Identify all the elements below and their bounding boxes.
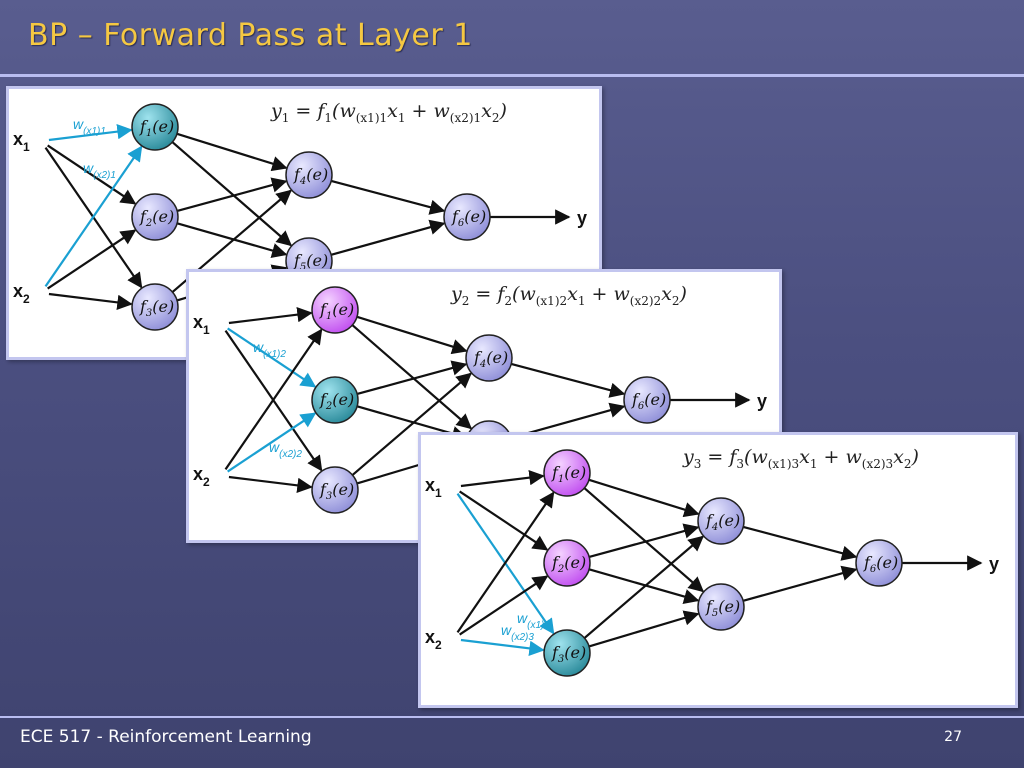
edge bbox=[588, 610, 700, 648]
edge bbox=[351, 324, 473, 430]
highlighted-weight-edge bbox=[227, 327, 317, 388]
network-diagram: f1(e) f2(e) f3(e) f4(e) f5(e) f6(e) x1 x2 y w(x1)… bbox=[13, 100, 587, 331]
weight-label-x22: w(x2)2 bbox=[269, 439, 302, 460]
edge bbox=[176, 177, 288, 213]
edge bbox=[330, 179, 446, 215]
neuron-f4 bbox=[285, 151, 333, 199]
output-label-y: y bbox=[577, 208, 587, 228]
edge bbox=[351, 372, 472, 476]
neuron-f2 bbox=[311, 376, 359, 424]
weight-label-x12: w(x1)2 bbox=[253, 339, 286, 360]
neuron-label: f1(e) bbox=[319, 300, 354, 322]
edge bbox=[228, 306, 313, 325]
network-diagram: f1(e) f2(e) f3(e) f4(e) f5(e) f6(e) x1 x2 y w(x1)… bbox=[425, 446, 999, 677]
neuron-f6 bbox=[855, 539, 903, 587]
neuron-f2 bbox=[131, 193, 179, 241]
input-label-x2: x2 bbox=[425, 627, 442, 652]
input-label-x1: x1 bbox=[13, 129, 30, 154]
edge bbox=[228, 475, 313, 494]
neuron-f4 bbox=[697, 497, 745, 545]
edge bbox=[742, 565, 858, 602]
neuron-label: f1(e) bbox=[551, 463, 586, 485]
edge bbox=[356, 315, 468, 355]
edge bbox=[176, 222, 288, 259]
equation-y1: y1 = f1(w(x1)1x1 + w(x2)1x2) bbox=[270, 100, 507, 125]
neuron-f1 bbox=[543, 449, 591, 497]
edge bbox=[356, 360, 468, 396]
neuron-label: f2(e) bbox=[551, 553, 586, 575]
edge bbox=[456, 491, 555, 634]
neuron-f3 bbox=[131, 283, 179, 331]
neuron-label: f2(e) bbox=[319, 390, 354, 412]
input-label-x1: x1 bbox=[425, 475, 442, 500]
weight-label-x11: w(x1)1 bbox=[73, 116, 106, 137]
edge bbox=[330, 219, 446, 256]
network-panel-3: f1(e) f2(e) f3(e) f4(e) f5(e) f6(e) x1 x2 y w(x1)… bbox=[418, 432, 1018, 708]
neuron-f1 bbox=[311, 286, 359, 334]
highlighted-weight-edge bbox=[48, 123, 133, 142]
neuron-f6 bbox=[443, 193, 491, 241]
equation-y2: y2 = f2(w(x1)2x1 + w(x2)2x2) bbox=[450, 283, 687, 308]
neuron-label: f5(e) bbox=[293, 251, 328, 273]
neuron-label: f5(e) bbox=[705, 597, 740, 619]
footer-course-title: ECE 517 - Reinforcement Learning bbox=[20, 727, 312, 747]
neuron-label: f6(e) bbox=[631, 390, 666, 412]
neuron-label: f6(e) bbox=[451, 207, 486, 229]
neuron-label: f3(e) bbox=[319, 480, 354, 502]
input-label-x1: x1 bbox=[193, 312, 210, 337]
edge bbox=[224, 328, 323, 471]
neuron-label: f3(e) bbox=[551, 643, 586, 665]
neuron-label: f2(e) bbox=[139, 207, 174, 229]
equation-y3: y3 = f3(w(x1)3x1 + w(x2)3x2) bbox=[682, 446, 919, 471]
edge bbox=[459, 575, 549, 636]
output-label-y: y bbox=[989, 554, 999, 574]
neuron-f6 bbox=[623, 376, 671, 424]
edge bbox=[588, 523, 700, 559]
weight-label-x21: w(x2)1 bbox=[83, 160, 116, 181]
edge bbox=[47, 144, 137, 205]
slide-title: BP – Forward Pass at Layer 1 bbox=[28, 18, 473, 53]
title-divider bbox=[0, 74, 1024, 77]
network-panel-2: f1(e)f2(e)f3(e)f4(e)f5(e)f6(e)x1x2yw(x1)… bbox=[186, 269, 782, 543]
highlighted-weight-edge bbox=[44, 145, 143, 288]
edge bbox=[510, 362, 626, 398]
neuron-f5 bbox=[697, 583, 745, 631]
edge bbox=[583, 535, 704, 639]
weight-label-x13: w(x1)3 bbox=[517, 610, 550, 631]
neuron-label: f4(e) bbox=[293, 165, 328, 187]
neuron-f2 bbox=[543, 539, 591, 587]
highlighted-weight-edge bbox=[460, 638, 545, 657]
edge bbox=[742, 525, 858, 561]
input-label-x2: x2 bbox=[13, 281, 30, 306]
edge bbox=[459, 490, 549, 551]
edge bbox=[176, 132, 288, 172]
edge bbox=[583, 487, 705, 593]
neuron-label: f3(e) bbox=[139, 297, 174, 319]
input-label-x2: x2 bbox=[193, 464, 210, 489]
highlighted-weight-edge bbox=[227, 412, 317, 473]
network-diagram: f1(e)f2(e)f3(e)f4(e)f5(e)f6(e)x1x2yw(x1)… bbox=[193, 283, 767, 514]
weight-label-x23: w(x2)3 bbox=[501, 622, 534, 643]
neuron-f3 bbox=[543, 629, 591, 677]
footer-divider bbox=[0, 716, 1024, 718]
edge bbox=[460, 469, 545, 488]
neuron-label: f4(e) bbox=[705, 511, 740, 533]
edge bbox=[588, 478, 700, 518]
neuron-label: f4(e) bbox=[473, 348, 508, 370]
page-number: 27 bbox=[944, 729, 962, 745]
edge bbox=[171, 141, 293, 247]
output-label-y: y bbox=[757, 391, 767, 411]
neuron-label: f6(e) bbox=[863, 553, 898, 575]
edge bbox=[47, 229, 137, 290]
neuron-f1 bbox=[131, 103, 179, 151]
edge bbox=[588, 568, 700, 605]
neuron-f4 bbox=[465, 334, 513, 382]
neuron-f3 bbox=[311, 466, 359, 514]
edge bbox=[48, 292, 133, 311]
neuron-label: f1(e) bbox=[139, 117, 174, 139]
